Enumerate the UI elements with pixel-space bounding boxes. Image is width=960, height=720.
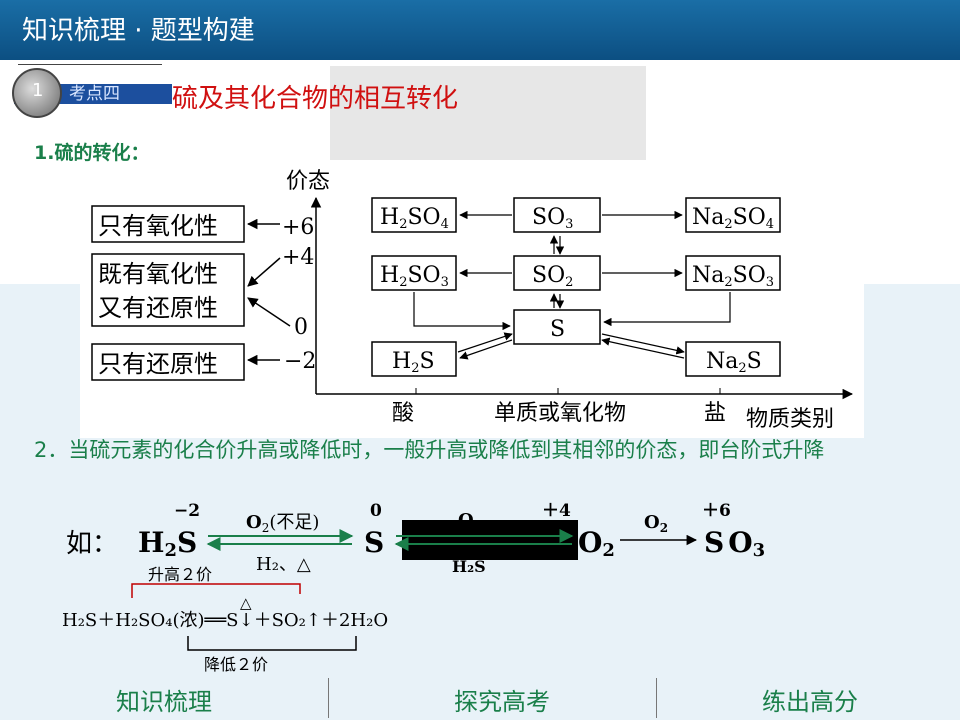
prop-box-oxidizing: [91, 205, 245, 243]
arrow-zero: [247, 297, 291, 327]
eq-prefix: 如：: [66, 529, 118, 559]
footer-divider-2: [656, 678, 657, 718]
black-block: [402, 520, 578, 560]
arrow-h2s-s: [457, 332, 513, 353]
box-na2so4: [685, 197, 781, 233]
arrow-s-na2s: [601, 333, 685, 355]
hidden-h2s-label: H₂S: [452, 557, 486, 576]
arrow-h2so3-s: [413, 292, 511, 331]
x-tick-acid: 酸: [392, 401, 414, 426]
box-so3: [513, 197, 601, 233]
badge-underline: [18, 64, 162, 65]
prop-both-line1: 既有氧化性: [98, 260, 218, 288]
footer-divider-1: [328, 678, 329, 718]
badge-number: 1: [32, 80, 44, 101]
sulfur-conversion-diagram: 价态 物质类别 +6 +4 0 −2 酸 单质或氧化物 盐 只有氧化性 既有氧化…: [80, 162, 864, 438]
label-na2s: Na2S: [706, 349, 762, 376]
cond-o2: O2: [644, 512, 668, 535]
header-title: 知识梳理 · 题型构建: [22, 16, 255, 46]
eq-h2s: H2S: [138, 526, 197, 561]
hidden-o-label: O: [458, 510, 474, 531]
cond-o2-insufficient: O2(不足): [246, 512, 319, 535]
arrow-s-h2s: [459, 339, 513, 360]
label-na2so3: Na2SO3: [692, 263, 774, 290]
x-tick-salt: 盐: [704, 401, 726, 426]
prop-reducing-only: 只有还原性: [98, 350, 218, 378]
arrow-na2s-s: [601, 337, 685, 359]
fall-label: 降低２价: [204, 655, 268, 674]
footer-nav: 知识梳理 探究高考 练出高分: [0, 676, 960, 720]
reaction-equation: H₂S＋H₂SO₄(浓)══S↓＋SO₂↑＋2H₂O: [62, 610, 388, 631]
label-so2: SO2: [532, 263, 573, 290]
section-badge: 考点四 1: [8, 64, 173, 124]
y-axis-label: 价态: [286, 169, 330, 194]
reaction-heat-symbol: △: [240, 594, 252, 612]
footer-link-knowledge[interactable]: 知识梳理: [116, 688, 212, 716]
diagram-svg: 价态 物质类别 +6 +4 0 −2 酸 单质或氧化物 盐 只有氧化性 既有氧化…: [91, 169, 854, 432]
prop-both-line2: 又有还原性: [98, 294, 218, 322]
prop-oxidizing-only: 只有氧化性: [98, 212, 218, 240]
section-title: 硫及其化合物的相互转化: [172, 84, 459, 114]
footer-link-explore[interactable]: 探究高考: [454, 688, 550, 716]
valence-plus4: ＋4: [542, 501, 571, 521]
valence-0: 0: [370, 501, 382, 521]
label-h2so4: H2SO4: [380, 205, 449, 232]
box-so2: [513, 255, 601, 291]
prop-box-both: [91, 253, 245, 327]
label-s: S: [550, 317, 565, 342]
box-s: [513, 309, 601, 345]
box-h2so4: [371, 197, 457, 233]
box-na2s: [685, 341, 781, 377]
paragraph-2: 2．当硫元素的化合价升高或降低时，一般升高或降低到其相邻的价态，即台阶式升降: [34, 438, 825, 462]
y-tick-minus2: −2: [284, 349, 316, 374]
cond-h2-heat: H₂、△: [256, 554, 311, 575]
valence-minus2: −2: [174, 501, 200, 521]
gray-panel: [330, 66, 646, 160]
valence-plus6: ＋6: [702, 501, 731, 521]
y-tick-plus4: +4: [282, 245, 314, 270]
header-bar: 知识梳理 · 题型构建: [0, 0, 960, 60]
x-axis-label: 物质类别: [746, 407, 834, 432]
footer-link-practice[interactable]: 练出高分: [762, 688, 858, 716]
box-h2s: [371, 341, 457, 377]
subsection-1-title: 1.硫的转化：: [34, 142, 150, 164]
box-na2so3: [685, 255, 781, 291]
eq-so2-tail: O2: [578, 526, 615, 561]
rise-bracket: [131, 583, 301, 598]
label-so3: SO3: [532, 205, 573, 232]
rise-label: 升高２价: [148, 565, 212, 584]
y-tick-zero: 0: [294, 315, 308, 340]
label-na2so4: Na2SO4: [692, 205, 774, 232]
badge-circle-icon: [12, 68, 62, 118]
box-h2so3: [371, 255, 457, 291]
eq-s: S: [364, 526, 384, 559]
label-h2s: H2S: [392, 349, 435, 376]
arrow-na2so3-s: [603, 292, 731, 327]
label-h2so3: H2SO3: [380, 263, 449, 290]
arrow-plus4: [247, 257, 281, 287]
prop-box-reducing: [91, 343, 245, 381]
y-tick-plus6: +6: [282, 215, 314, 240]
x-tick-element-oxide: 单质或氧化物: [494, 401, 626, 426]
fall-bracket: [187, 636, 357, 651]
